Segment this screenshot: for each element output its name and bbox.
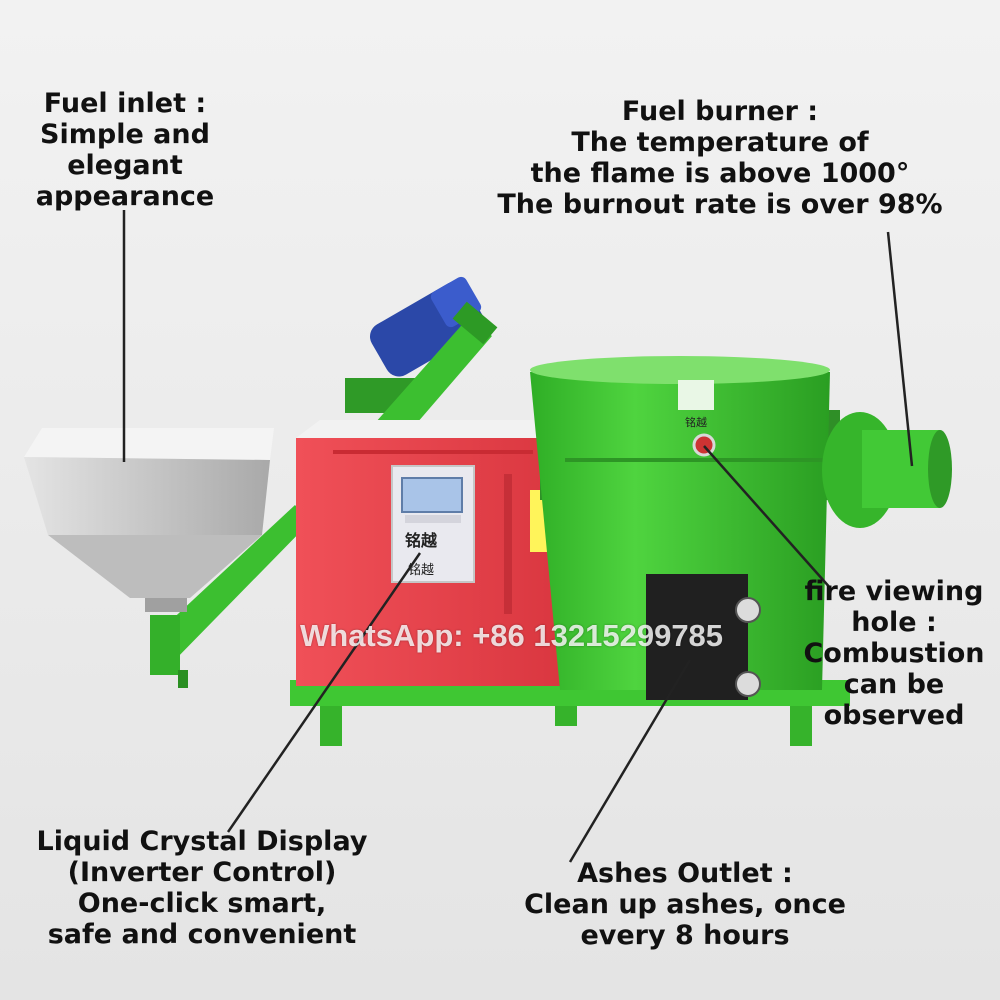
fuel-burner-line-1: Fuel burner : xyxy=(621,96,819,127)
fuel-burner-pointer xyxy=(886,231,914,467)
fuel-hopper xyxy=(24,428,274,612)
drum-brand-text: 铭越 xyxy=(685,415,707,429)
fuel-inlet-callout: Fuel inlet : Simple and elegant appearan… xyxy=(20,88,230,212)
hopper-screw-tube xyxy=(150,505,310,665)
display-line-4: safe and convenient xyxy=(47,919,357,950)
fire-viewing-callout: fire viewing hole : Combustion can be ob… xyxy=(796,576,992,731)
fuel-inlet-line-2: Simple and xyxy=(40,119,210,150)
fuel-burner-callout: Fuel burner : The temperature of the fla… xyxy=(490,96,950,220)
ashes-line-3: every 8 hours xyxy=(580,920,790,951)
ashes-pointer xyxy=(568,659,692,863)
ashes-line-2: Clean up ashes, once xyxy=(524,889,846,920)
display-line-1: Liquid Crystal Display xyxy=(36,826,368,857)
fuel-burner-line-2: The temperature of xyxy=(571,127,869,158)
fuel-inlet-line-3: elegant xyxy=(67,150,183,181)
fire-hole-line-2: hole : xyxy=(851,607,937,638)
fire-hole-line-5: observed xyxy=(823,700,965,731)
feed-screw-tube xyxy=(360,318,492,452)
cabinet-brand-text: 铭越 xyxy=(405,531,438,550)
display-line-2: (Inverter Control) xyxy=(67,857,337,888)
fuel-burner-line-3: the flame is above 1000° xyxy=(530,158,910,189)
fuel-inlet-line-4: appearance xyxy=(35,181,215,212)
display-line-3: One-click smart, xyxy=(77,888,327,919)
fuel-inlet-line-1: Fuel inlet : xyxy=(43,88,207,119)
display-callout: Liquid Crystal Display (Inverter Control… xyxy=(22,826,382,950)
fire-hole-line-1: fire viewing xyxy=(804,576,984,607)
whatsapp-watermark: WhatsApp: +86 13215299785 xyxy=(300,618,724,653)
callout-lines xyxy=(122,210,914,863)
fire-hole-line-4: can be xyxy=(843,669,945,700)
cabinet-brand-text-2: 铭越 xyxy=(408,563,434,578)
ashes-line-1: Ashes Outlet : xyxy=(577,858,793,889)
burner-drum xyxy=(530,356,952,700)
ashes-outlet-callout: Ashes Outlet : Clean up ashes, once ever… xyxy=(510,858,860,951)
fire-hole-pointer xyxy=(703,445,833,591)
fire-hole-line-3: Combustion xyxy=(803,638,985,669)
display-pointer xyxy=(226,552,422,833)
fuel-burner-line-4: The burnout rate is over 98% xyxy=(497,189,943,220)
control-cabinet xyxy=(296,420,572,686)
